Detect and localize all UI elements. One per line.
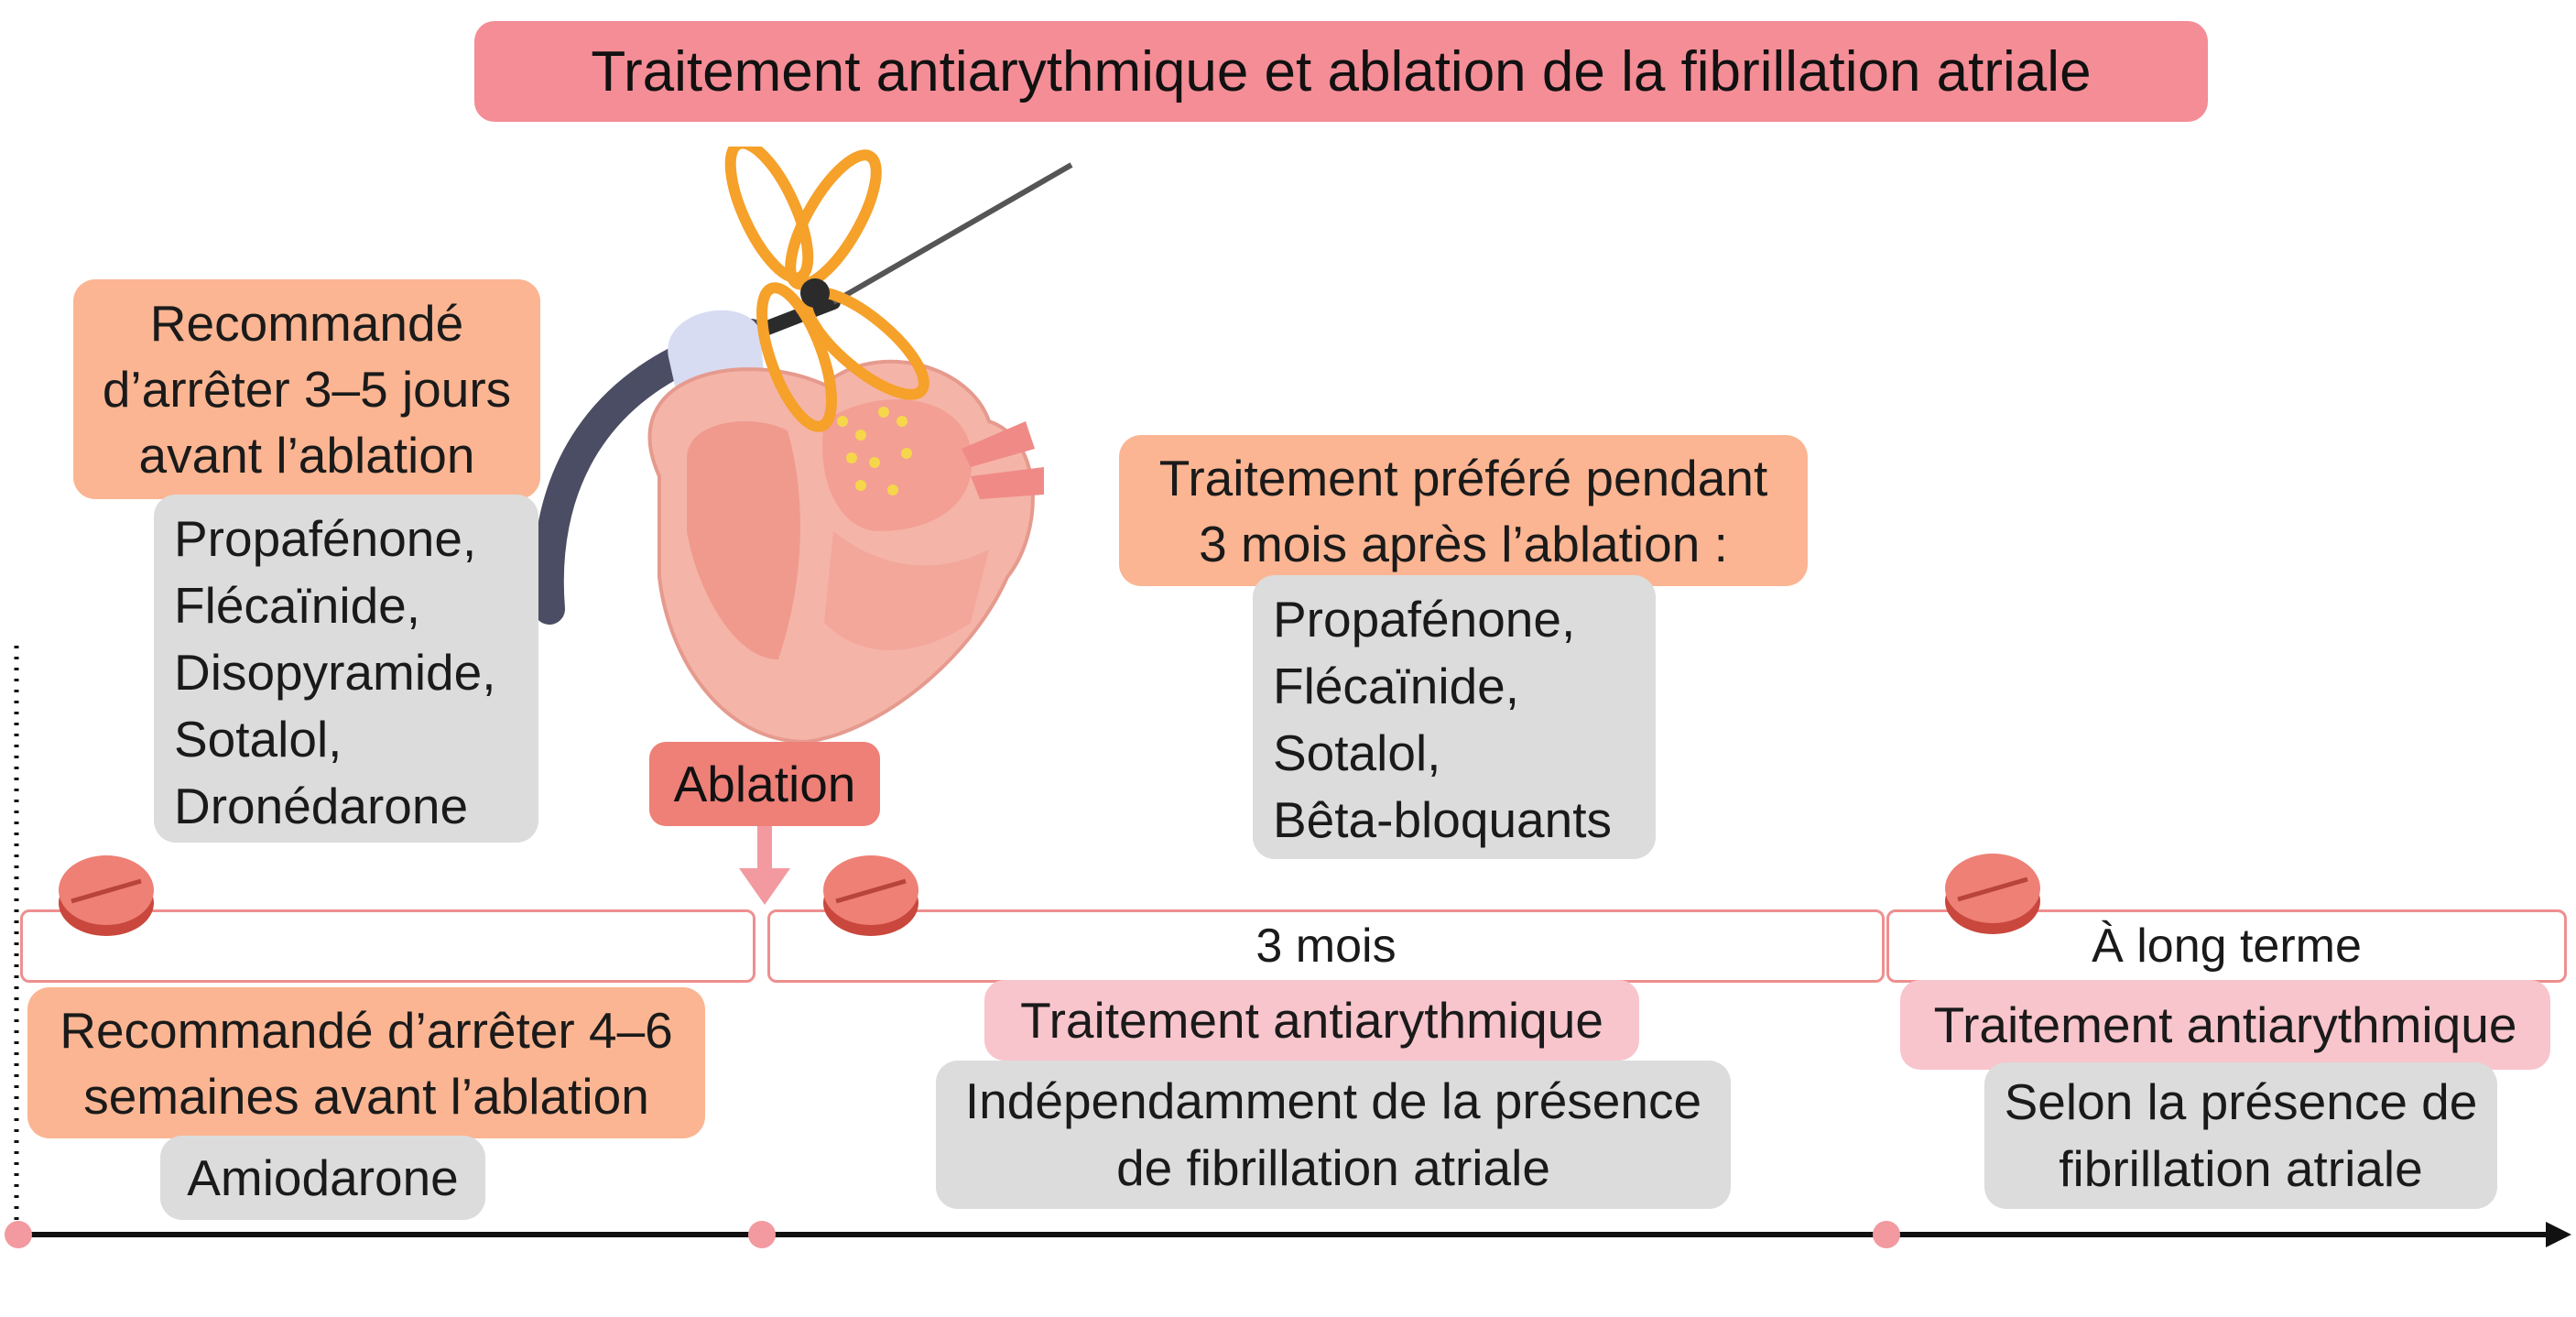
three-months-condition: Indépendamment de la présence de fibrill… <box>936 1061 1731 1209</box>
long-term-condition: Selon la présence de fibrillation atrial… <box>1984 1062 2497 1209</box>
preferred-treatment-note: Traitement préféré pendant 3 mois après … <box>1119 435 1808 586</box>
drug-item: Flécaïnide, <box>1273 658 1520 714</box>
pill-icon <box>823 855 918 936</box>
note-line: semaines avant l’ablation <box>83 1067 649 1125</box>
diagram-title: Traitement antiarythmique et ablation de… <box>474 21 2208 122</box>
ablation-label: Ablation <box>649 742 880 826</box>
condition-line: de fibrillation atriale <box>1116 1139 1550 1196</box>
pill-icon <box>1945 854 2040 934</box>
drug-item: Amiodarone <box>187 1148 459 1206</box>
drug-item: Disopyramide, <box>174 644 496 701</box>
timeline-axis <box>14 646 2571 1247</box>
drug-item: Propafénone, <box>174 510 477 567</box>
drug-item: Bêta-bloquants <box>1273 791 1612 848</box>
long-term-treatment: Traitement antiarythmique <box>1900 980 2550 1070</box>
note-line: Recommandé d’arrêter 4–6 <box>60 1001 673 1059</box>
condition-line: Indépendamment de la présence <box>964 1072 1702 1129</box>
note-line: d’arrêter 3–5 jours <box>102 361 512 418</box>
drug-item: Sotalol, <box>174 711 342 767</box>
drug-item: Dronédarone <box>174 778 469 834</box>
condition-line: Selon la présence de <box>2004 1073 2478 1130</box>
drug-item: Flécaïnide, <box>174 577 421 634</box>
timeline-marker-start <box>5 1221 32 1248</box>
note-line: Traitement préféré pendant <box>1158 449 1768 506</box>
note-line: Recommandé <box>149 295 464 352</box>
timeline-marker-ablation <box>748 1221 776 1248</box>
ablation-arrow-icon <box>739 826 790 905</box>
amiodarone-box: Amiodarone <box>160 1136 485 1220</box>
drug-item: Propafénone, <box>1273 591 1576 648</box>
three-months-treatment: Traitement antiarythmique <box>984 980 1639 1061</box>
timeline-segment-3-months: 3 mois <box>767 909 1885 983</box>
drug-item: Sotalol, <box>1273 724 1441 781</box>
preferred-drug-list: Propafénone, Flécaïnide, Sotalol, Bêta-b… <box>1253 575 1656 859</box>
stop-3-5-days-note: Recommandé d’arrêter 3–5 jours avant l’a… <box>73 279 540 499</box>
note-line: 3 mois après l’ablation : <box>1199 515 1728 572</box>
condition-line: fibrillation atriale <box>2059 1140 2423 1197</box>
stop-4-6-weeks-note: Recommandé d’arrêter 4–6 semaines avant … <box>27 987 705 1138</box>
pill-icon <box>59 855 154 936</box>
heart-catheter-illustration <box>532 147 1073 745</box>
stop-3-5-days-drug-list: Propafénone, Flécaïnide, Disopyramide, S… <box>154 495 538 843</box>
timeline-marker-3-months <box>1873 1221 1900 1248</box>
note-line: avant l’ablation <box>138 427 475 484</box>
